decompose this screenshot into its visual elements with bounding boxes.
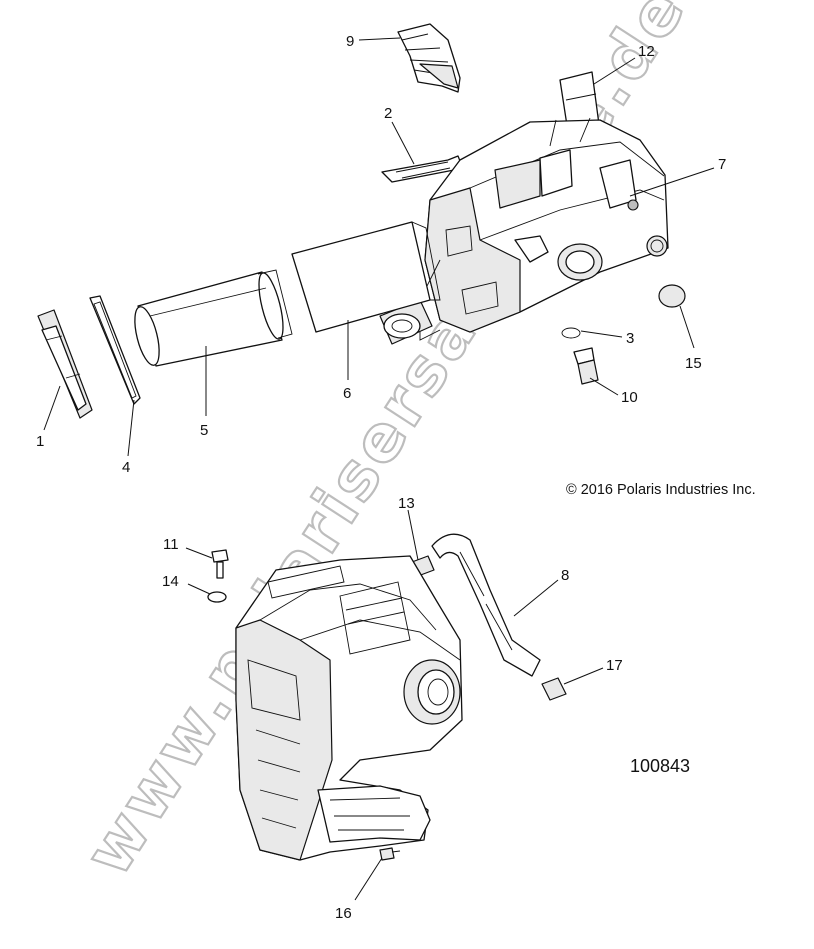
part-14-washer xyxy=(207,591,227,603)
part-10-valve xyxy=(573,347,599,385)
part-16-screw xyxy=(379,847,401,861)
leader-lines xyxy=(43,37,715,901)
copyright-text: © 2016 Polaris Industries Inc. xyxy=(566,482,756,498)
callout-6: 6 xyxy=(343,385,351,402)
assembled-airbox xyxy=(235,555,463,861)
callout-12: 12 xyxy=(638,43,655,60)
callout-8: 8 xyxy=(561,567,569,584)
part-3-oring xyxy=(561,327,581,339)
part-4-gasket xyxy=(89,295,141,405)
callout-17: 17 xyxy=(606,657,623,674)
figure-number: 100843 xyxy=(630,756,690,776)
callout-5: 5 xyxy=(200,422,208,439)
callout-1: 1 xyxy=(36,433,44,450)
callout-16: 16 xyxy=(335,905,352,922)
callout-9: 9 xyxy=(346,33,354,50)
callout-3: 3 xyxy=(626,330,634,347)
part-9-cover xyxy=(397,23,461,93)
callout-2: 2 xyxy=(384,105,392,122)
callout-7: 7 xyxy=(718,156,726,173)
part-6-filter xyxy=(291,221,441,333)
part-8-hose xyxy=(431,533,541,677)
part-5-filter xyxy=(134,269,293,367)
part-17-clamp xyxy=(541,677,567,701)
part-11-bolt xyxy=(211,549,229,579)
callout-labels: 1 2 3 4 5 6 7 8 9 10 11 12 13 14 15 16 1… xyxy=(36,33,726,922)
part-1-cover xyxy=(37,309,93,419)
part-7-airbox xyxy=(379,117,669,345)
callout-14: 14 xyxy=(162,573,179,590)
callout-10: 10 xyxy=(621,389,638,406)
callout-13: 13 xyxy=(398,495,415,512)
callout-15: 15 xyxy=(685,355,702,372)
part-15-plug xyxy=(658,284,686,308)
callout-4: 4 xyxy=(122,459,130,476)
callout-11: 11 xyxy=(163,536,179,553)
